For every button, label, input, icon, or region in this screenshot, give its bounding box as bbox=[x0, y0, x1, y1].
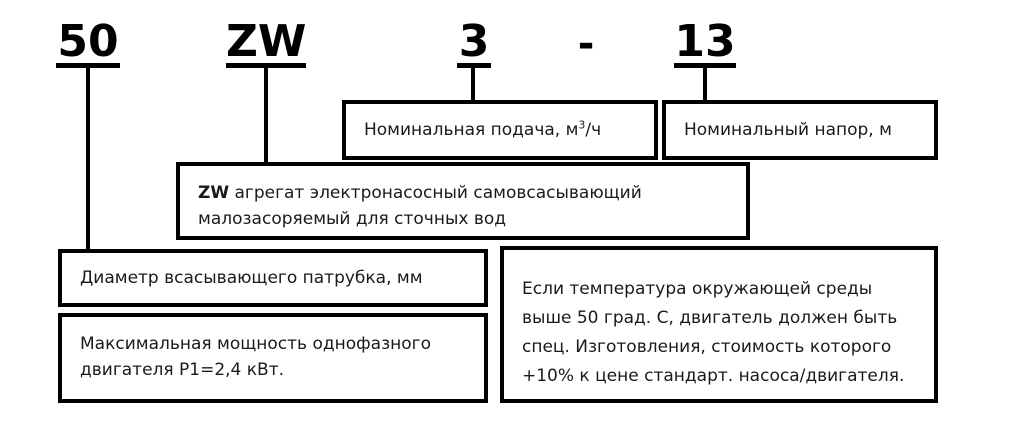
code-token-flow: 3 bbox=[458, 16, 490, 67]
callout-flow-superscript: 3 bbox=[578, 118, 586, 132]
callout-temperature-note-label: Если температура окружающей среды выше 5… bbox=[522, 278, 905, 386]
callout-suction-diameter-label: Диаметр всасывающего патрубка, мм bbox=[80, 268, 423, 288]
callout-suction-diameter: Диаметр всасывающего патрубка, мм bbox=[58, 249, 488, 307]
callout-flow-label: Номинальная подача, м3/ч bbox=[346, 117, 654, 143]
callout-series-text: ZW агрегат электронасосный самовсасывающ… bbox=[180, 166, 746, 232]
connector-suction-diameter bbox=[86, 66, 90, 251]
callout-power-label: Максимальная мощность однофазного двигат… bbox=[80, 334, 431, 380]
callout-series-label: агрегат электронасосный самовсасывающий … bbox=[198, 183, 642, 229]
connector-head bbox=[703, 66, 707, 102]
code-token-separator: - bbox=[577, 21, 595, 67]
token-underline-suction-diameter bbox=[56, 63, 120, 68]
connector-series bbox=[264, 66, 268, 164]
callout-series-lead: ZW bbox=[198, 183, 230, 203]
token-underline-flow bbox=[457, 63, 491, 68]
code-token-series: ZW bbox=[226, 16, 307, 67]
code-token-head: 13 bbox=[674, 16, 736, 67]
callout-flow-label-main: Номинальная подача, м bbox=[364, 120, 579, 140]
code-token-suction-diameter: 50 bbox=[57, 16, 119, 67]
callout-flow: Номинальная подача, м3/ч bbox=[342, 100, 658, 160]
callout-series: ZW агрегат электронасосный самовсасывающ… bbox=[176, 162, 750, 240]
callout-head-label: Номинальный напор, м bbox=[684, 120, 892, 140]
callout-head: Номинальный напор, м bbox=[662, 100, 938, 160]
connector-flow bbox=[471, 66, 475, 102]
callout-temperature-note: Если температура окружающей среды выше 5… bbox=[500, 246, 938, 403]
token-underline-series bbox=[226, 63, 306, 68]
callout-power: Максимальная мощность однофазного двигат… bbox=[58, 313, 488, 403]
callout-flow-label-tail: /ч bbox=[585, 120, 602, 140]
token-underline-head bbox=[674, 63, 736, 68]
